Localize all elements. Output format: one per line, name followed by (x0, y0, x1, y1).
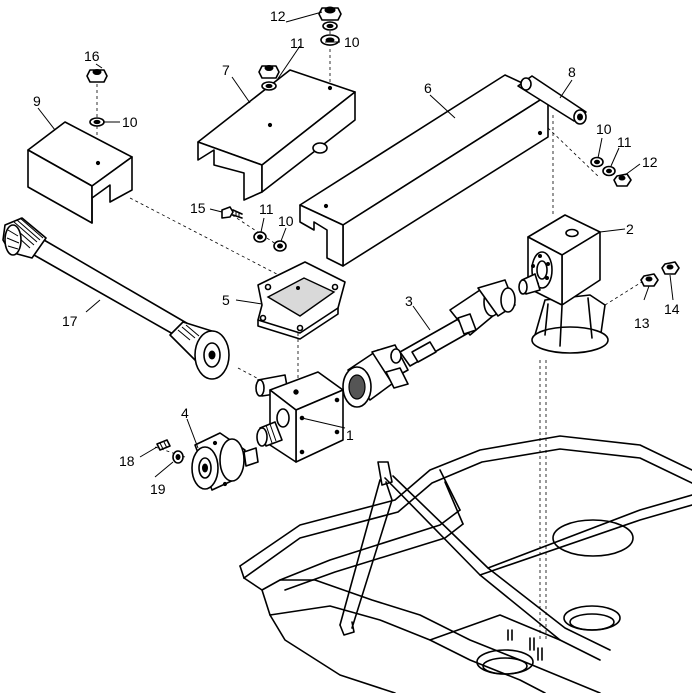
mounting-plate (257, 261, 346, 340)
gearbox-center (255, 371, 344, 463)
callout-labels: 1 2 3 4 5 6 7 8 9 10 10 10 10 11 11 11 1… (33, 8, 680, 497)
callout-15: 15 (190, 200, 206, 216)
callout-8: 8 (568, 64, 576, 80)
callout-11-right: 11 (617, 134, 632, 150)
callout-2: 2 (626, 221, 634, 237)
deck-mount-plate (552, 519, 634, 557)
callout-11-top: 11 (290, 35, 305, 51)
callout-12-right: 12 (642, 154, 658, 170)
callout-9: 9 (33, 93, 41, 109)
leader-lines (37, 11, 674, 478)
callout-6: 6 (424, 80, 432, 96)
callout-10-center: 10 (278, 213, 294, 229)
callout-1: 1 (346, 427, 354, 443)
callout-4: 4 (181, 405, 189, 421)
hardware-top-right (258, 6, 342, 91)
drive-shaft (342, 279, 516, 408)
pto-shaft (2, 217, 230, 380)
handle-bracket (517, 75, 587, 125)
callout-19: 19 (150, 481, 166, 497)
hardware-right (590, 156, 680, 287)
callout-13: 13 (634, 315, 650, 331)
callout-5: 5 (222, 292, 230, 308)
shield-center (197, 69, 356, 201)
callout-11-center: 11 (259, 201, 274, 217)
callout-17: 17 (62, 313, 78, 329)
callout-10-right: 10 (596, 121, 612, 137)
callout-10-top: 10 (344, 34, 360, 50)
callout-7: 7 (222, 62, 230, 78)
hardware-bottom-left (156, 439, 184, 464)
callout-18: 18 (119, 453, 135, 469)
callout-3: 3 (405, 293, 413, 309)
callout-10-left: 10 (122, 114, 138, 130)
callout-12-top: 12 (270, 8, 286, 24)
deck-bolts (507, 629, 543, 661)
mower-deck-frame (239, 435, 692, 693)
gearbox-right (518, 214, 609, 354)
callout-14: 14 (664, 301, 680, 317)
coupler-hub (191, 432, 259, 491)
hardware-center (221, 206, 287, 252)
callout-16: 16 (84, 48, 100, 64)
shield-left (27, 121, 133, 224)
